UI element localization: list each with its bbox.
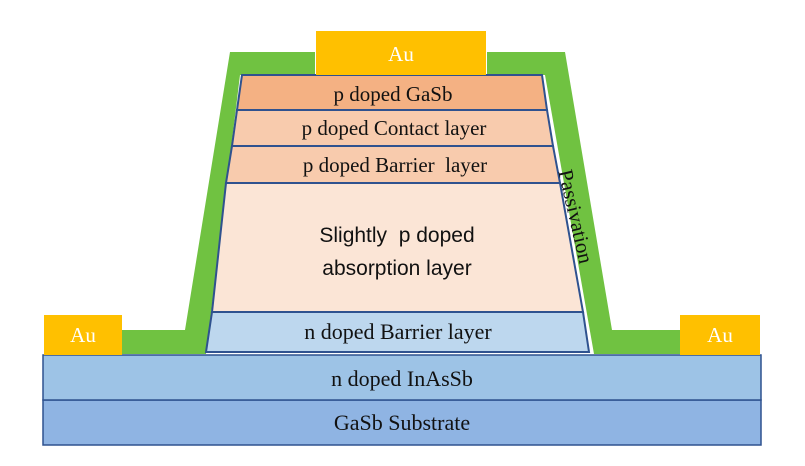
absorption-label-line1: Slightly p doped bbox=[319, 224, 474, 247]
n-inassb-layer bbox=[42, 354, 762, 401]
top-gold-contact-label: Au bbox=[388, 42, 414, 66]
p-barrier-label: p doped Barrier layer bbox=[303, 153, 487, 177]
passivation-layer bbox=[122, 52, 680, 354]
top-gold-contact bbox=[316, 31, 486, 75]
right-gold-contact bbox=[680, 315, 760, 355]
n-barrier-label: n doped Barrier layer bbox=[304, 319, 492, 344]
absorption-layer bbox=[210, 182, 585, 313]
p-gasb-label: p doped GaSb bbox=[334, 82, 453, 106]
right-gold-contact-label: Au bbox=[707, 323, 733, 347]
gasb-substrate-layer bbox=[42, 399, 762, 446]
absorption-label-line2: absorption layer bbox=[322, 257, 471, 280]
n-inassb-label: n doped InAsSb bbox=[331, 366, 473, 391]
gasb-substrate-label: GaSb Substrate bbox=[334, 410, 470, 435]
left-gold-contact bbox=[44, 315, 122, 355]
p-contact-label: p doped Contact layer bbox=[302, 116, 487, 140]
left-gold-contact-label: Au bbox=[70, 323, 96, 347]
